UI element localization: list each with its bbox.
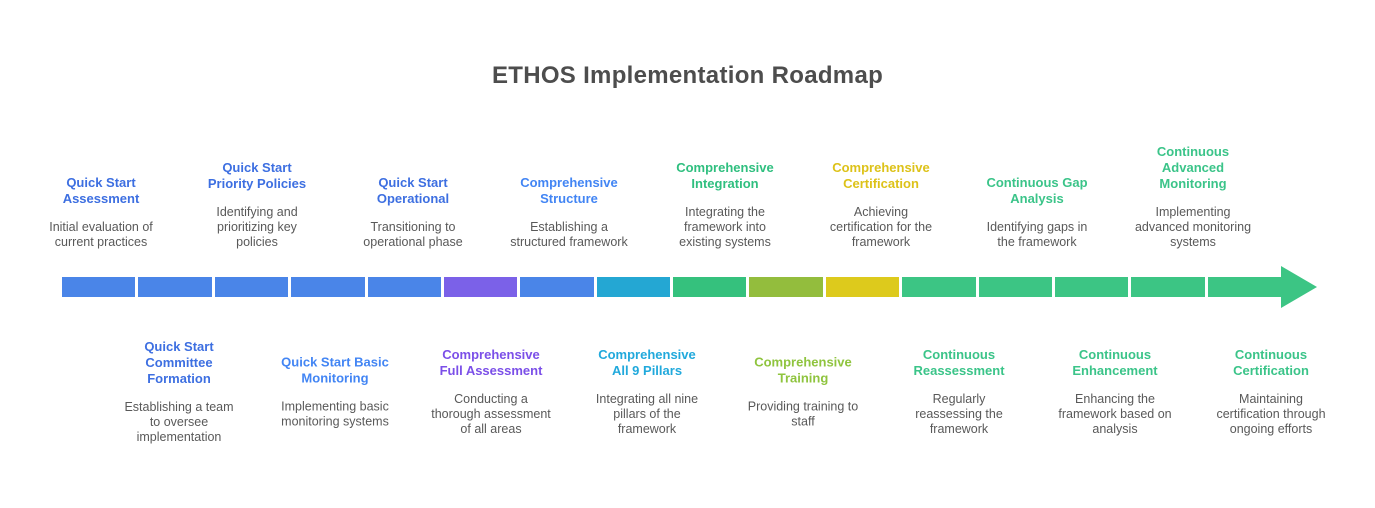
milestone-title: Comprehensive All 9 Pillars — [598, 347, 696, 378]
milestone-title: Quick Start Priority Policies — [207, 160, 307, 191]
timeline-segment — [978, 277, 1052, 297]
timeline-segment — [596, 277, 670, 297]
milestone-title: Comprehensive Certification — [832, 160, 930, 191]
milestone-title: Continuous Enhancement — [1072, 347, 1158, 378]
milestone-description: Providing training to staff — [747, 399, 859, 429]
milestone-description: Establishing a team to oversee implement… — [124, 400, 234, 444]
milestone-description: Regularly reassessing the framework — [915, 392, 1003, 436]
milestone-description: Identifying and prioritizing key policie… — [216, 205, 298, 249]
milestone-description: Implementing basic monitoring systems — [281, 399, 389, 429]
milestone-title: Continuous Gap Analysis — [986, 175, 1088, 206]
milestone-title: Continuous Advanced Monitoring — [1156, 144, 1230, 191]
milestone-description: Implementing advanced monitoring systems — [1134, 205, 1252, 249]
milestone-description: Conducting a thorough assessment of all … — [431, 392, 551, 436]
milestone-title: Comprehensive Training — [754, 354, 852, 386]
milestone-description: Initial evaluation of current practices — [49, 220, 153, 249]
milestone-title: Comprehensive Full Assessment — [439, 347, 543, 378]
milestone-description: Integrating all nine pillars of the fram… — [595, 392, 699, 436]
timeline-segment — [138, 277, 212, 297]
milestone-title: Comprehensive Structure — [520, 175, 618, 206]
timeline-segment — [214, 277, 289, 297]
milestone-title: Quick Start Assessment — [62, 175, 140, 206]
milestone-description: Identifying gaps in the framework — [986, 220, 1088, 249]
timeline-segment — [673, 277, 747, 297]
timeline-segment — [62, 277, 136, 297]
timeline-segment — [291, 277, 365, 297]
milestone-description: Integrating the framework into existing … — [679, 205, 771, 249]
timeline-arrow — [62, 277, 1281, 297]
page-title: ETHOS Implementation Roadmap — [491, 62, 884, 89]
timeline-segment — [443, 277, 518, 297]
timeline-segment — [749, 277, 823, 297]
timeline-arrowhead-icon — [1281, 266, 1317, 308]
timeline-segment — [1207, 277, 1281, 297]
timeline-segment — [367, 277, 441, 297]
timeline-segment — [825, 277, 900, 297]
timeline-segment — [520, 277, 594, 297]
milestone-title: Quick Start Committee Formation — [144, 339, 214, 386]
milestone-title: Quick Start Operational — [376, 175, 450, 206]
timeline-segment — [1131, 277, 1205, 297]
milestone-description: Achieving certification for the framewor… — [829, 205, 933, 249]
milestone-description: Transitioning to operational phase — [363, 220, 463, 249]
milestone-title: Quick Start Basic Monitoring — [281, 354, 389, 386]
milestone-description: Enhancing the framework based on analysi… — [1058, 392, 1172, 436]
timeline-segment — [1054, 277, 1129, 297]
milestone-title: Comprehensive Integration — [676, 160, 774, 191]
milestone-title: Continuous Certification — [1233, 347, 1309, 378]
milestone-description: Establishing a structured framework — [510, 220, 628, 249]
milestone-title: Continuous Reassessment — [913, 347, 1005, 378]
milestone-description: Maintaining certification through ongoin… — [1216, 392, 1326, 436]
timeline-segment — [902, 277, 976, 297]
